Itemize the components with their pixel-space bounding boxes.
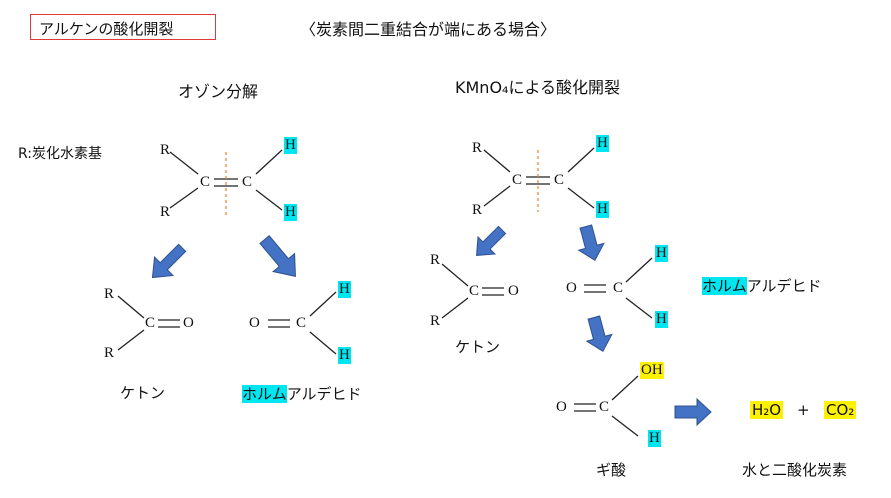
- ozone-alkene-h2: H: [284, 204, 297, 221]
- kmno4-heading: KMnO₄による酸化開裂: [455, 78, 620, 97]
- kmno4-ketone-r2: R: [430, 313, 441, 329]
- kmno4-aldehyde-h1: H: [655, 245, 668, 262]
- ozone-alkene-c2: C: [242, 174, 253, 190]
- kmno4-arrow-down-2: [585, 315, 613, 353]
- ozone-ketone-o: O: [183, 315, 194, 331]
- ozone-aldehyde-o: O: [249, 315, 260, 331]
- ozone-aldehyde-caption-rest: アルデヒド: [286, 385, 362, 403]
- kmno4-arrow-left: [476, 225, 507, 256]
- ozone-aldehyde-caption-highlight: ホルム: [242, 385, 287, 403]
- kmno4-aldehyde-caption-highlight: ホルム: [702, 277, 747, 295]
- kmno4-arrow-right: [674, 397, 712, 427]
- formic-acid-h: H: [648, 430, 661, 447]
- legend-r: R:炭化水素基: [18, 146, 103, 162]
- ozone-ketone-caption: ケトン: [120, 384, 166, 402]
- subtitle: 〈炭素間二重結合が端にある場合〉: [300, 20, 557, 39]
- kmno4-ketone-caption: ケトン: [455, 338, 501, 356]
- kmno4-alkene-h2: H: [596, 201, 609, 218]
- kmno4-aldehyde-caption: ホルムアルデヒド: [702, 275, 822, 296]
- ozone-alkene-r2: R: [160, 204, 171, 220]
- ozone-arrow-left: [151, 243, 187, 279]
- product-plus: +: [797, 401, 810, 419]
- ozone-arrow-right: [259, 235, 296, 278]
- ozone-ketone-c: C: [145, 315, 156, 331]
- kmno4-alkene-c2: C: [554, 172, 565, 188]
- kmno4-aldehyde-caption-rest: アルデヒド: [746, 277, 822, 295]
- ozone-alkene-c1: C: [200, 174, 211, 190]
- title: アルケンの酸化開裂: [39, 20, 174, 38]
- kmno4-ketone-o: O: [508, 283, 519, 299]
- formic-acid-o: O: [556, 399, 567, 415]
- kmno4-ketone-c: C: [469, 283, 480, 299]
- formic-acid-caption: ギ酸: [596, 461, 627, 479]
- kmno4-alkene-r2: R: [472, 202, 483, 218]
- product-h2o: H₂O: [750, 401, 784, 419]
- kmno4-aldehyde-o: O: [566, 280, 577, 296]
- ozone-ketone-r1: R: [104, 286, 115, 302]
- kmno4-aldehyde-h2: H: [655, 311, 668, 328]
- kmno4-alkene-h1: H: [596, 135, 609, 152]
- product-co2: CO₂: [824, 401, 857, 419]
- kmno4-ketone-r1: R: [430, 252, 441, 268]
- ozone-alkene-r1: R: [160, 142, 171, 158]
- formic-acid-oh: OH: [640, 362, 664, 379]
- kmno4-arrow-down-1: [577, 224, 605, 262]
- ozone-aldehyde-h2: H: [338, 347, 351, 364]
- kmno4-alkene-c1: C: [512, 172, 523, 188]
- ozone-heading: オゾン分解: [178, 82, 259, 101]
- kmno4-alkene-r1: R: [472, 140, 483, 156]
- bonds: [117, 147, 653, 437]
- ozone-aldehyde-h1: H: [338, 281, 351, 298]
- formic-acid-c: C: [599, 399, 610, 415]
- ozone-alkene-h1: H: [284, 137, 297, 154]
- ozone-aldehyde-caption: ホルムアルデヒド: [242, 383, 362, 404]
- products-caption: 水と二酸化炭素: [742, 461, 848, 479]
- ozone-ketone-r2: R: [104, 345, 115, 361]
- kmno4-aldehyde-c: C: [613, 280, 624, 296]
- title-box: アルケンの酸化開裂: [30, 14, 216, 40]
- ozone-aldehyde-c: C: [296, 315, 307, 331]
